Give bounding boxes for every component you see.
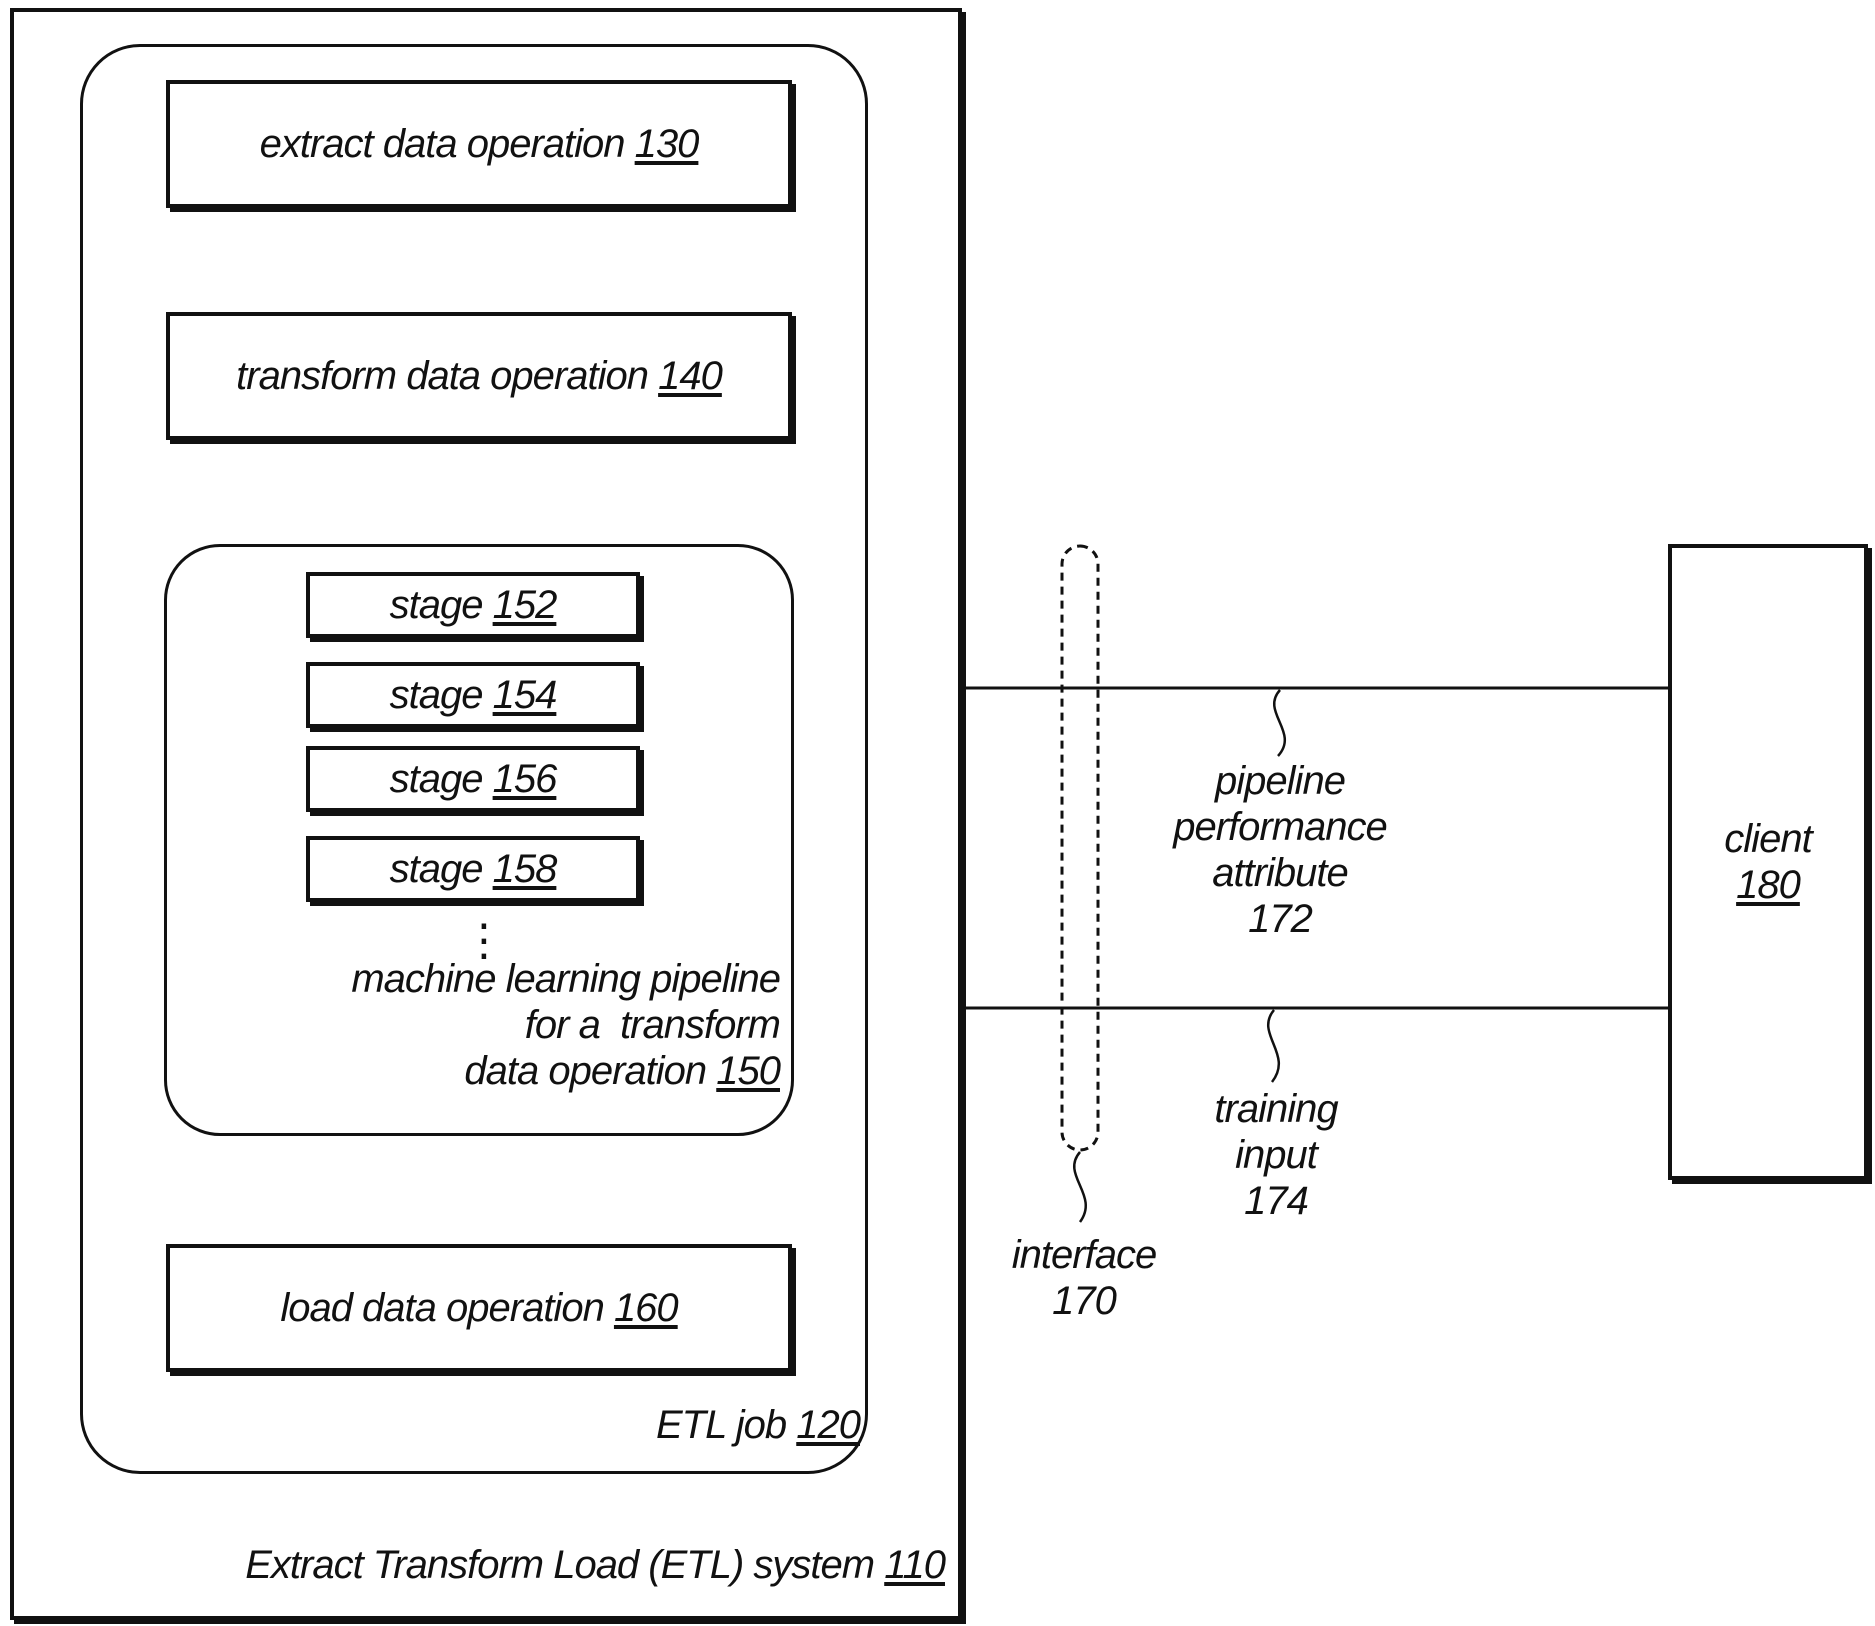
stage-text: stage [390,673,483,717]
load-op-text: load data operation [280,1286,604,1330]
ml-pipeline-label: machine learning pipeline for a transfor… [351,956,780,1094]
leader-training-input [1268,1010,1279,1082]
etl-job-label: ETL job 120 [656,1402,860,1448]
load-op-ref: 160 [614,1286,678,1330]
training-input-line2: input [1176,1132,1376,1178]
interface-label: interface 170 [1004,1232,1164,1324]
etl-system-label: Extract Transform Load (ETL) system 110 [245,1542,945,1588]
pipeline-performance-attribute-label: pipeline performance attribute 172 [1160,758,1400,942]
interface-ref: 170 [1004,1278,1164,1324]
transform-data-operation-label: transform data operation 140 [236,353,722,399]
leader-interface [1074,1152,1086,1222]
etl-job-ref: 120 [796,1403,860,1447]
pipeline-attr-line3: attribute [1160,850,1400,896]
etl-job-text: ETL job [656,1403,786,1447]
client-ref: 180 [1724,862,1811,908]
client-text: client [1724,816,1811,862]
stage-text: stage [390,583,483,627]
stage-ref: 152 [493,583,557,627]
stage-ref: 154 [493,673,557,717]
transform-op-text: transform data operation [236,354,648,398]
ml-pipeline-ref: 150 [716,1049,780,1093]
stage-ref: 158 [493,847,557,891]
extract-op-ref: 130 [635,122,699,166]
stage-label: stage 154 [390,672,557,718]
ml-pipeline-line1: machine learning pipeline [351,956,780,1002]
stage-label: stage 158 [390,846,557,892]
etl-system-ref: 110 [884,1543,945,1587]
stage-box: stage 154 [306,662,640,728]
stage-text: stage [390,757,483,801]
leader-pipeline-attr [1274,690,1285,756]
stage-label: stage 156 [390,756,557,802]
load-data-operation-label: load data operation 160 [280,1285,677,1331]
stage-label: stage 152 [390,582,557,628]
interface-shape [1062,546,1098,1150]
interface-text: interface [1004,1232,1164,1278]
pipeline-attr-line2: performance [1160,804,1400,850]
training-input-line1: training [1176,1086,1376,1132]
training-input-label: training input 174 [1176,1086,1376,1224]
client-label: client 180 [1724,816,1811,908]
pipeline-attr-ref: 172 [1160,896,1400,942]
ml-pipeline-line3: data operation 150 [351,1048,780,1094]
stage-text: stage [390,847,483,891]
ml-pipeline-line2: for a transform [351,1002,780,1048]
transform-op-ref: 140 [658,354,722,398]
training-input-ref: 174 [1176,1178,1376,1224]
extract-data-operation-label: extract data operation 130 [260,121,699,167]
extract-op-text: extract data operation [260,122,625,166]
stage-box: stage 156 [306,746,640,812]
etl-system-text: Extract Transform Load (ETL) system [245,1543,874,1587]
stage-box: stage 158 [306,836,640,902]
stage-ref: 156 [493,757,557,801]
extract-data-operation-box: extract data operation 130 [166,80,792,208]
stage-box: stage 152 [306,572,640,638]
load-data-operation-box: load data operation 160 [166,1244,792,1372]
client-box: client 180 [1668,544,1868,1180]
ml-pipeline-line3-text: data operation [464,1049,706,1093]
transform-data-operation-box: transform data operation 140 [166,312,792,440]
pipeline-attr-line1: pipeline [1160,758,1400,804]
